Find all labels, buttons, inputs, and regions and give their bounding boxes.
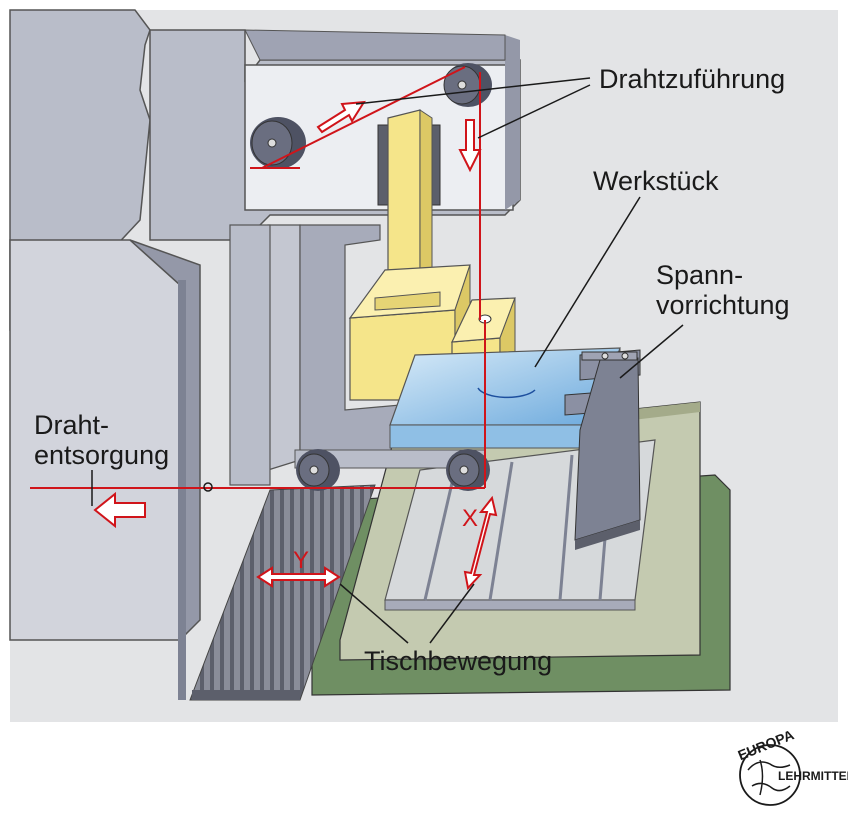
wire-path [30,66,486,489]
machine-column [9,9,201,700]
wire-direction-arrows [93,100,498,591]
leader-wire-feed-1 [355,77,591,105]
leader-clamp [619,324,684,379]
label-axis-x: X [462,505,478,532]
leader-wire-feed-2 [477,84,591,139]
leader-workpiece [534,196,641,368]
label-axis-y: Y [293,547,309,574]
workpiece [389,347,621,449]
label-wire-feed: Drahtzuführung [599,64,785,94]
lower-support [229,224,401,486]
wire-feed-arrow-down [458,119,482,173]
label-clamp-line2: vorrichtung [656,290,790,320]
carriage-wheels [294,449,490,491]
label-workpiece: Werkstück [593,166,719,196]
upper-head [348,109,516,401]
logo-text-right: LEHRMITTEL [778,769,848,783]
wire-feed-arm [149,29,521,241]
label-wire-disposal-line2: entsorgung [34,440,169,470]
axis-x-arrow [463,495,498,591]
wire-disposal-arrow [93,491,146,529]
leader-lines [91,77,684,644]
leader-table-motion-2 [429,583,475,644]
label-clamp-line1: Spann- [656,260,743,290]
wire-feed-arrow-up [316,100,366,134]
label-wire-disposal-line1: Draht- [34,410,109,440]
leader-table-motion-1 [339,583,409,644]
pulley-right [443,63,492,107]
europa-lehrmittel-logo: EUROPA LEHRMITTEL [735,726,848,806]
axis-y-arrow [256,566,341,588]
clamping-fixture [564,349,641,550]
wire-guide-point [203,482,213,492]
bellows-cover [189,484,376,701]
label-table-motion: Tischbewegung [364,646,552,676]
pulley-left [250,117,306,169]
